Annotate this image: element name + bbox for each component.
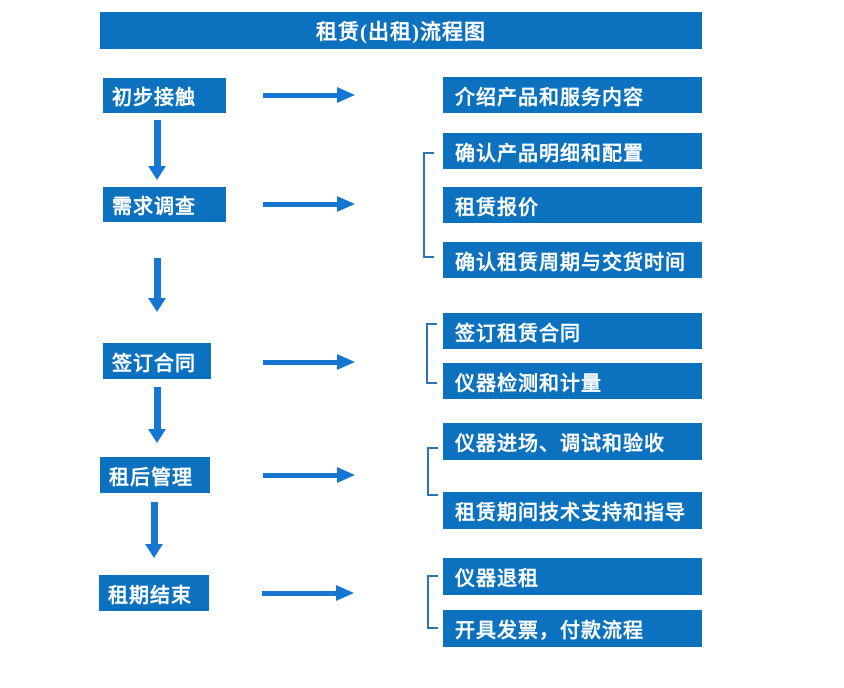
arrow-shaft [153,120,161,166]
detail-box: 签订租赁合同 [443,313,702,349]
arrow-head-icon [145,544,163,558]
right-arrow [263,354,355,370]
arrow-head-icon [336,585,354,601]
arrow-head-icon [148,298,166,312]
step-box-initial-contact: 初步接触 [103,78,226,113]
arrow-shaft [150,502,158,544]
step-box-rental-end: 租期结束 [99,575,209,611]
arrow-head-icon [148,166,166,180]
arrow-head-icon [337,196,355,212]
detail-box: 开具发票，付款流程 [443,610,702,647]
group-bracket [427,575,438,629]
right-arrow [262,585,354,601]
arrow-head-icon [337,467,355,483]
detail-box: 确认产品明细和配置 [443,133,702,169]
arrow-shaft [263,359,337,365]
down-arrow [148,258,166,312]
detail-box: 租赁期间技术支持和指导 [443,492,702,529]
detail-box: 仪器检测和计量 [443,363,702,399]
step-box-demand-survey: 需求调查 [103,187,226,222]
down-arrow [148,387,166,443]
right-arrow [263,467,355,483]
arrow-head-icon [337,354,355,370]
detail-box: 确认租赁周期与交货时间 [443,242,702,278]
flowchart-title: 租赁(出租)流程图 [100,12,702,49]
detail-box: 租赁报价 [443,187,702,223]
arrow-head-icon [337,87,355,103]
step-box-post-rental-management: 租后管理 [100,457,210,493]
detail-box: 仪器进场、调试和验收 [443,423,702,460]
detail-box: 介绍产品和服务内容 [443,77,702,113]
down-arrow [145,502,163,558]
arrow-shaft [153,387,161,429]
arrow-shaft [263,92,337,98]
arrow-shaft [263,201,337,207]
arrow-shaft [262,590,336,596]
group-bracket [426,323,437,384]
detail-box: 仪器退租 [443,558,702,595]
down-arrow [148,120,166,180]
arrow-head-icon [148,429,166,443]
group-bracket [423,152,434,258]
arrow-shaft [263,472,337,478]
right-arrow [263,196,355,212]
group-bracket [427,447,438,496]
step-box-sign-contract: 签订合同 [103,343,211,379]
right-arrow [263,87,355,103]
arrow-shaft [153,258,161,298]
